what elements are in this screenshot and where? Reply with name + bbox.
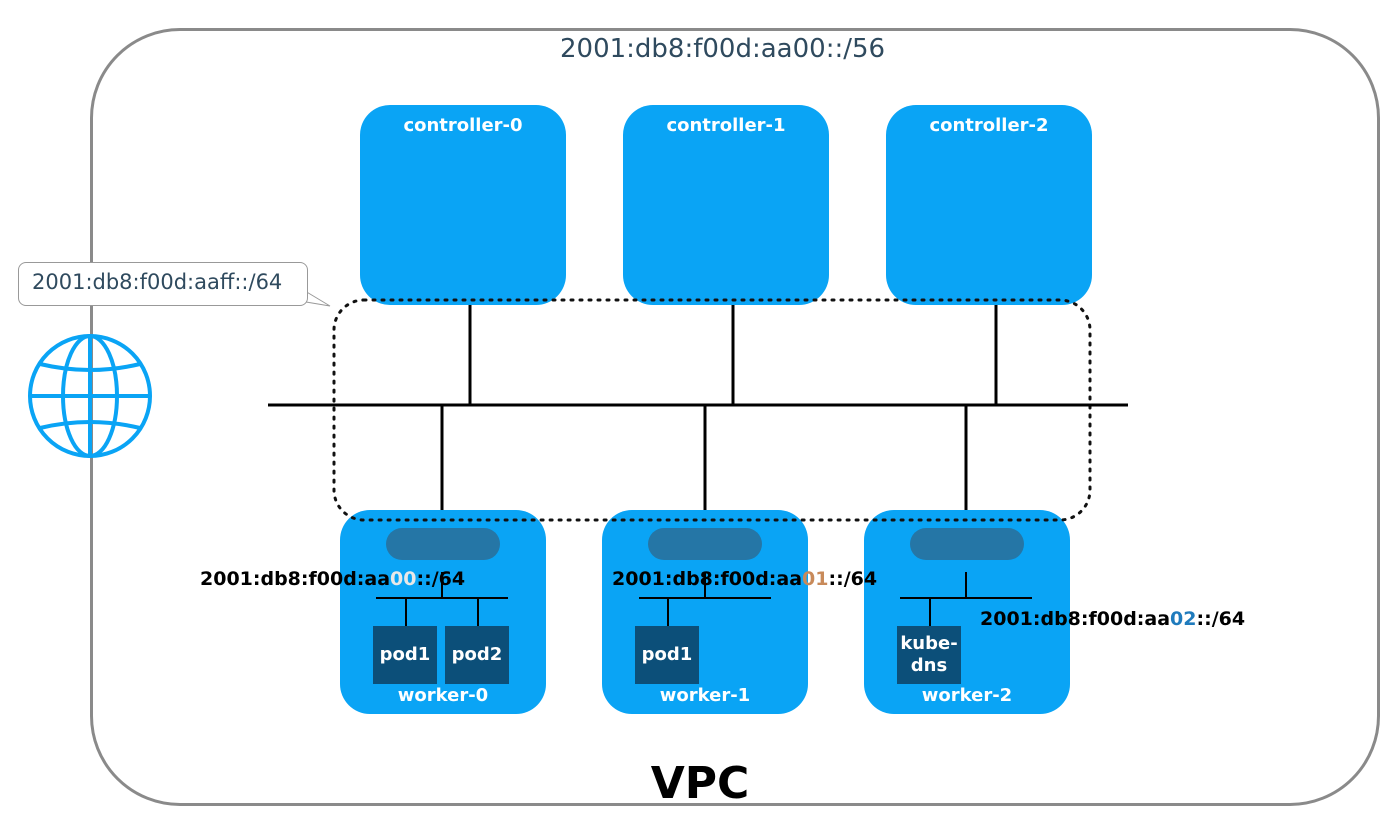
worker-label: worker-1 [659,685,751,706]
subnet-octet: 00 [390,568,417,590]
vpc-cidr-label: 2001:db8:f00d:aa00::/56 [560,34,886,64]
controller-label: controller-2 [929,115,1049,136]
controller-label: controller-1 [666,115,786,136]
public-subnet-callout [18,262,308,306]
globe-icon [28,334,152,458]
worker-0-subnet-label: 2001:db8:f00d:aa00::/64 [200,568,465,590]
pod-box: pod2 [445,626,509,684]
worker-label: worker-2 [921,685,1013,706]
worker-1-subnet-label: 2001:db8:f00d:aa01::/64 [612,568,877,590]
controller-label: controller-0 [403,115,523,136]
pod-box: pod1 [635,626,699,684]
subnet-octet: 01 [802,568,829,590]
subnet-prefix: 2001:db8:f00d:aa [200,568,391,590]
worker-label: worker-0 [397,685,489,706]
public-subnet-cidr: 2001:db8:f00d:aaff::/64 [32,270,283,294]
public-subnet-boundary [332,298,1092,522]
controller-node-2: controller-2 [886,105,1092,305]
pod-box: kube- dns [897,626,961,684]
pod-box: pod1 [373,626,437,684]
controller-node-1: controller-1 [623,105,829,305]
network-interface [386,528,500,560]
worker-node-1: pod1 worker-1 [602,510,808,714]
subnet-prefix: 2001:db8:f00d:aa [612,568,803,590]
subnet-suffix: ::/64 [416,568,466,590]
subnet-suffix: ::/64 [1196,608,1246,630]
vpc-label: VPC [650,758,750,809]
controller-node-0: controller-0 [360,105,566,305]
network-interface [910,528,1024,560]
worker-2-subnet-label: 2001:db8:f00d:aa02::/64 [980,608,1245,630]
network-interface [648,528,762,560]
subnet-octet: 02 [1170,608,1197,630]
worker-node-2: kube- dns worker-2 [864,510,1070,714]
worker-node-0: pod1 pod2 worker-0 [340,510,546,714]
subnet-prefix: 2001:db8:f00d:aa [980,608,1171,630]
subnet-suffix: ::/64 [828,568,878,590]
